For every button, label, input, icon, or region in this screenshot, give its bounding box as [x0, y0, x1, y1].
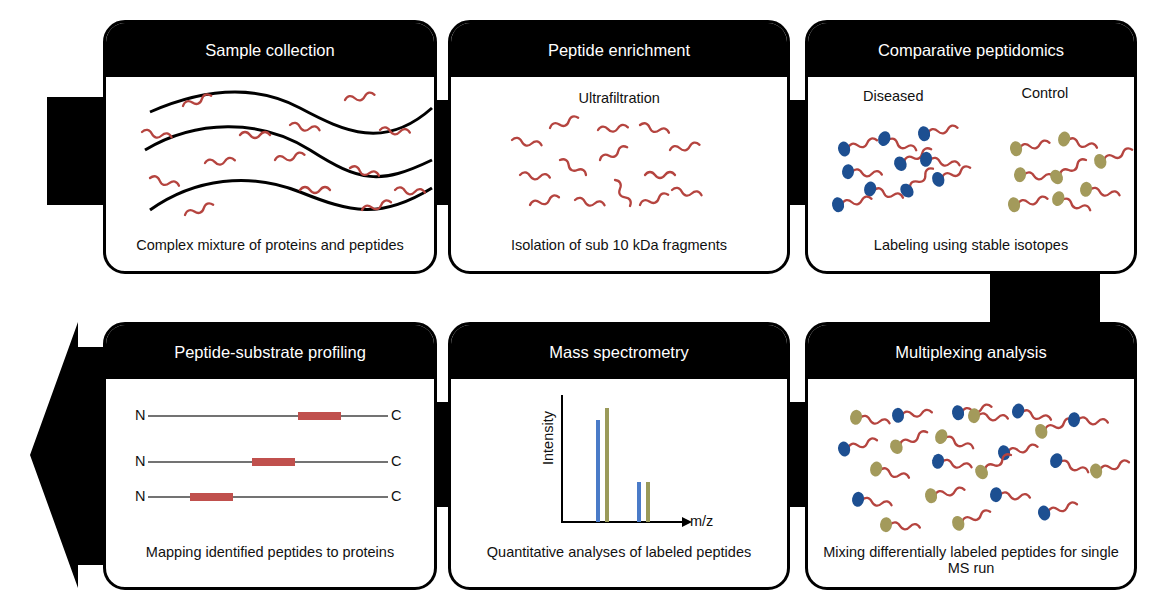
labeled-peptides — [831, 120, 1135, 217]
protein-mixture — [141, 92, 432, 218]
process-panel: Peptide-substrate profilingMapping ident… — [103, 322, 437, 590]
protein-map — [148, 412, 388, 501]
diagram-label: m/z — [690, 513, 713, 529]
panel-header: Comparative peptidomics — [808, 23, 1134, 77]
diagram-label: Control — [1022, 85, 1069, 101]
diagram-label: C — [391, 488, 401, 504]
panel-caption: Isolation of sub 10 kDa fragments — [457, 237, 781, 253]
process-panel: Mass spectrometryQuantitative analyses o… — [448, 322, 790, 590]
panel-header: Multiplexing analysis — [808, 325, 1134, 379]
mixed-peptides — [836, 399, 1131, 535]
spectrum-chart — [561, 395, 692, 527]
diagram-label: Intensity — [540, 411, 556, 465]
process-panel: Comparative peptidomicsLabeling using st… — [805, 20, 1137, 274]
panel-caption: Quantitative analyses of labeled peptide… — [457, 544, 781, 560]
panel-caption: Labeling using stable isotopes — [814, 237, 1128, 253]
flow-connector — [990, 270, 1100, 326]
diagram-label: N — [135, 407, 145, 423]
process-panel: Peptide enrichmentIsolation of sub 10 kD… — [448, 20, 790, 274]
diagram-label: Diseased — [863, 88, 923, 104]
panel-header: Sample collection — [106, 23, 434, 77]
panel-caption: Complex mixture of proteins and peptides — [112, 237, 428, 253]
diagram-label: C — [391, 407, 401, 423]
panel-header: Peptide enrichment — [451, 23, 787, 77]
panel-caption: Mixing differentially labeled peptides f… — [814, 544, 1128, 576]
panel-caption: Mapping identified peptides to proteins — [112, 544, 428, 560]
diagram-label: N — [135, 488, 145, 504]
diagram-label: N — [135, 453, 145, 469]
exit-arrow — [30, 322, 106, 588]
panel-header: Mass spectrometry — [451, 325, 787, 379]
panel-header: Peptide-substrate profiling — [106, 325, 434, 379]
diagram-label: Ultrafiltration — [579, 90, 660, 106]
entry-bar — [47, 97, 107, 205]
diagram-label: C — [391, 453, 401, 469]
peptide-fragments — [511, 115, 702, 208]
process-panel: Sample collectionComplex mixture of prot… — [103, 20, 437, 274]
process-panel: Multiplexing analysisMixing differential… — [805, 322, 1137, 590]
